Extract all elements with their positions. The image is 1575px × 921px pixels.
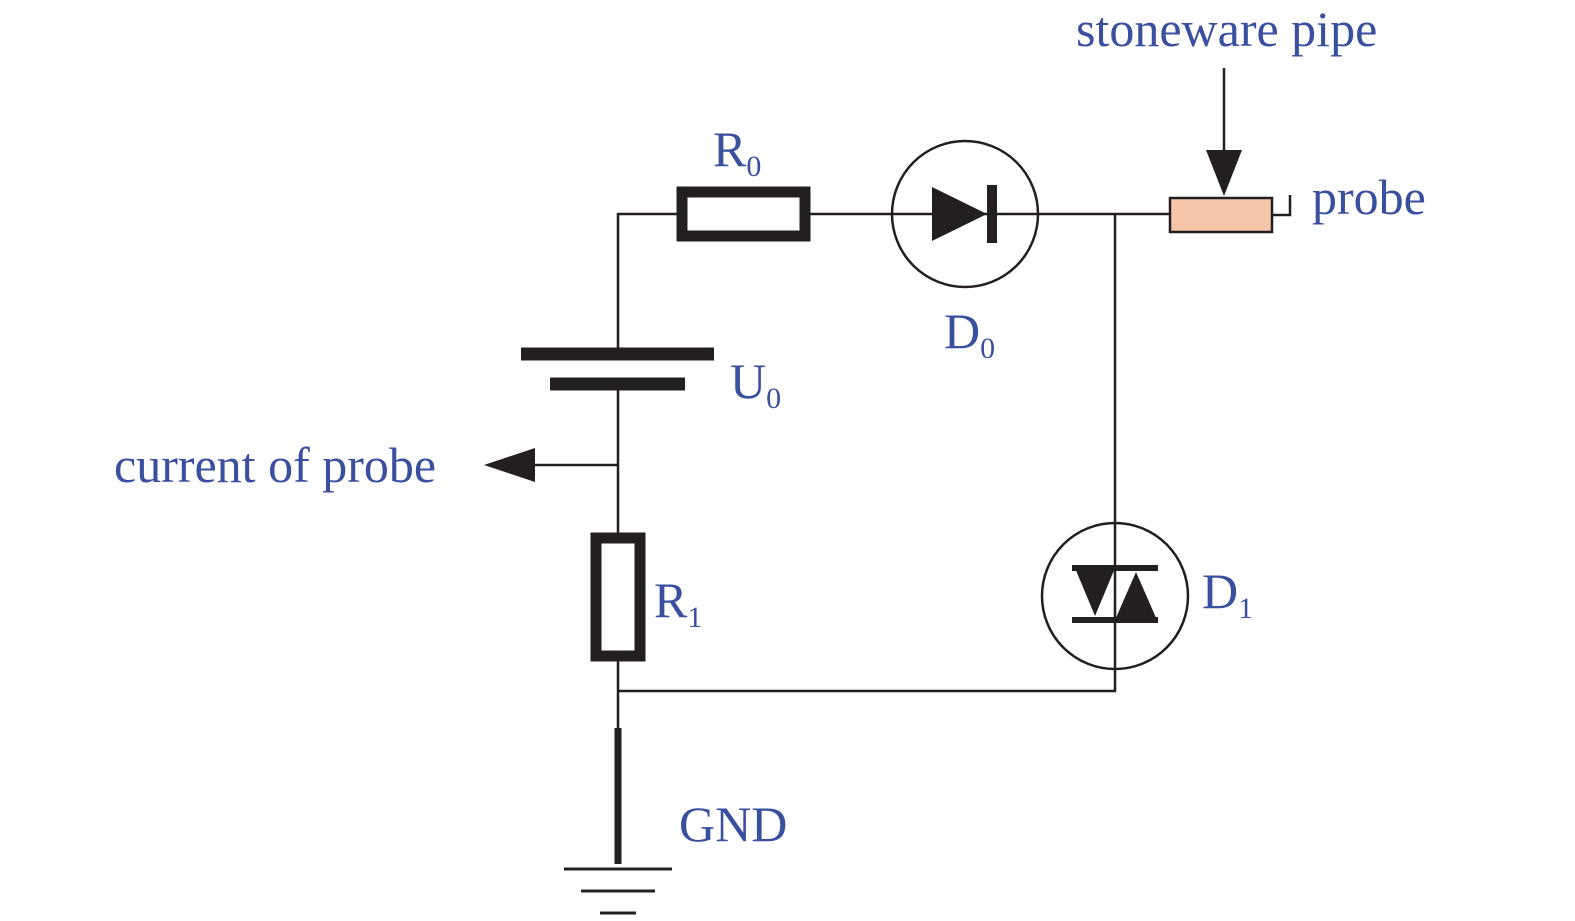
probe: [1168, 195, 1292, 234]
label-d1: D1: [1202, 563, 1253, 625]
diode-d1: [1040, 521, 1190, 671]
battery-u0: [521, 347, 714, 391]
resistor-r1: [590, 532, 646, 662]
arrow-down-icon: [1206, 68, 1242, 196]
arrow-left-icon: [484, 448, 535, 482]
label-gnd: GND: [679, 796, 787, 852]
probe-body: [1168, 196, 1274, 234]
wire-bottom-rail: [618, 668, 1117, 693]
wires: [530, 212, 1170, 728]
label-current-of-probe: current of probe: [114, 437, 436, 493]
wire-left-top: [616, 212, 682, 350]
label-r0: R0: [713, 121, 761, 183]
label-u0: U0: [730, 353, 781, 415]
ground-icon: [564, 728, 672, 915]
resistor-r0: [676, 186, 811, 242]
diode-d0: [890, 139, 1040, 289]
label-d0: D0: [944, 303, 995, 365]
label-probe: probe: [1312, 169, 1426, 225]
label-stoneware-pipe: stoneware pipe: [1076, 1, 1377, 57]
label-r1: R1: [654, 572, 702, 634]
